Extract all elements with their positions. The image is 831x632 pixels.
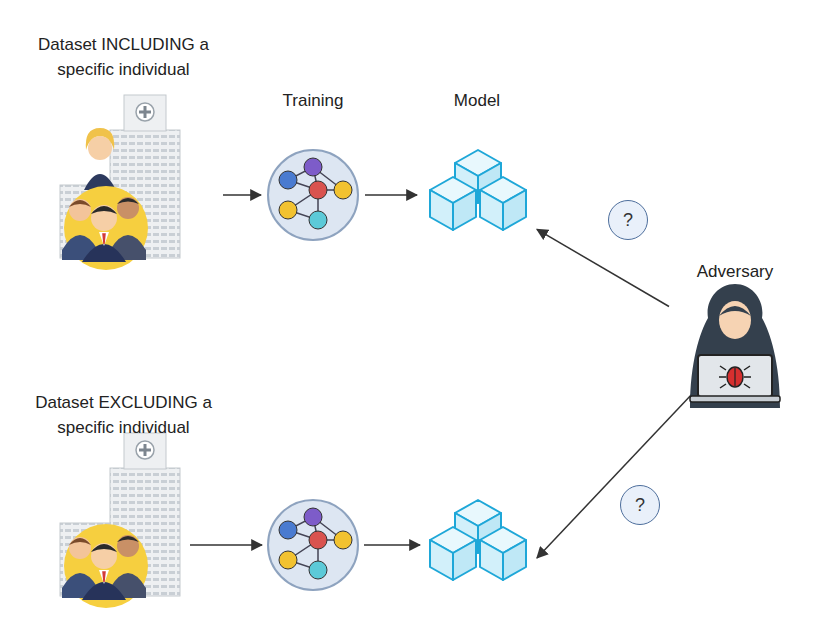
flow-arrow — [365, 194, 417, 196]
model-icon: Model — [417, 84, 537, 240]
query-bubble: ? — [620, 485, 660, 525]
flow-arrow — [223, 194, 261, 196]
heading: Dataset INCLUDING a specific individual — [24, 28, 223, 82]
heading: Training — [261, 84, 365, 113]
heading: Model — [417, 84, 537, 113]
query-bubble: ? — [608, 200, 648, 240]
heading: Dataset EXCLUDING a specific individual — [24, 386, 223, 440]
dataset-panel: Dataset INCLUDING a specific individual — [24, 28, 223, 263]
heading: Adversary — [669, 255, 801, 284]
flow-arrow — [537, 229, 669, 306]
dataset-panel: Dataset EXCLUDING a specific individual — [24, 386, 223, 606]
adversary-figure: Adversary — [669, 255, 801, 410]
training-step: Training — [261, 84, 365, 244]
question-mark: ? — [635, 495, 645, 515]
question-mark: ? — [623, 210, 633, 230]
